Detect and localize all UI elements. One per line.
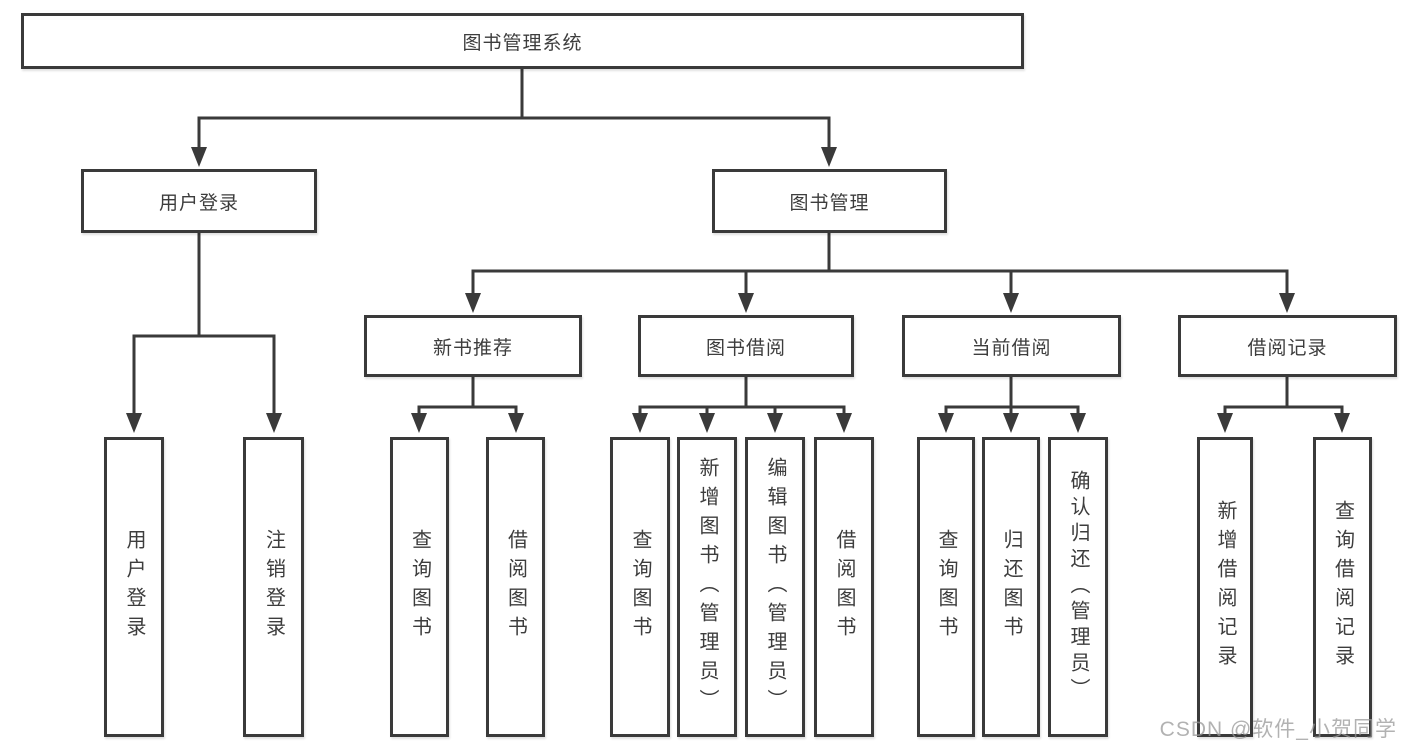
leaf-return-book: 归还图书 <box>982 437 1040 737</box>
leaf-logout: 注销登录 <box>243 437 304 737</box>
arrow-leaf-edit-book <box>767 413 783 433</box>
node-library-system: 图书管理系统 <box>21 13 1024 69</box>
arrow-current-borrow <box>1003 293 1019 313</box>
node-user-login-label: 用户登录 <box>158 192 239 214</box>
leaf-borrow-books-recommend: 借阅图书 <box>486 437 545 737</box>
arrow-book-borrow <box>738 293 754 313</box>
node-library-system-label: 图书管理系统 <box>462 32 583 54</box>
connector-user-login-group <box>132 231 276 418</box>
connector-current-borrow-group <box>944 375 1080 418</box>
arrow-leaf-user-login <box>126 413 142 433</box>
arrow-leaf-borrow-recommend <box>508 413 524 433</box>
leaf-query-borrow-record-label: 查询借阅记录 <box>1331 500 1354 674</box>
arrow-leaf-logout <box>266 413 282 433</box>
watermark-text: CSDN @软件_小贺同学 <box>1159 718 1397 741</box>
leaf-borrow-books-borrow: 借阅图书 <box>814 437 874 737</box>
connector-book-management-to-level3 <box>471 231 1289 298</box>
node-user-login: 用户登录 <box>81 169 317 233</box>
leaf-return-book-label: 归还图书 <box>1000 529 1022 645</box>
node-borrow-records: 借阅记录 <box>1178 315 1397 377</box>
arrow-leaf-add-record <box>1217 413 1233 433</box>
arrow-leaf-query-borrow <box>632 413 648 433</box>
connector-records-group <box>1223 375 1344 418</box>
arrow-leaf-query-recommend <box>411 413 427 433</box>
node-book-borrow: 图书借阅 <box>638 315 854 377</box>
leaf-query-books-recommend: 查询图书 <box>390 437 449 737</box>
leaf-user-login: 用户登录 <box>104 437 164 737</box>
arrow-book-management <box>821 147 837 167</box>
node-book-borrow-label: 图书借阅 <box>705 337 786 359</box>
leaf-add-borrow-record-label: 新增借阅记录 <box>1214 500 1236 674</box>
leaf-logout-label: 注销登录 <box>262 529 285 645</box>
node-current-borrow: 当前借阅 <box>902 315 1121 377</box>
leaf-borrow-books-recommend-label: 借阅图书 <box>504 529 527 645</box>
node-current-borrow-label: 当前借阅 <box>971 337 1052 359</box>
leaf-edit-book-admin-label: 编辑图书（管理员） <box>764 456 786 718</box>
leaf-confirm-return-admin: 确认归还（管理员） <box>1048 437 1108 737</box>
node-borrow-records-label: 借阅记录 <box>1247 337 1328 359</box>
arrow-leaf-add-book <box>699 413 715 433</box>
arrow-leaf-confirm-return <box>1070 413 1086 433</box>
connector-root-to-level2 <box>197 67 831 152</box>
leaf-query-books-current-label: 查询图书 <box>935 529 957 645</box>
arrow-leaf-query-current <box>938 413 954 433</box>
node-new-book-recommend-label: 新书推荐 <box>432 337 513 359</box>
connector-book-borrow-group <box>638 375 846 418</box>
leaf-query-books-borrow: 查询图书 <box>610 437 670 737</box>
leaf-borrow-books-borrow-label: 借阅图书 <box>833 529 855 645</box>
leaf-add-book-admin-label: 新增图书（管理员） <box>696 456 718 718</box>
leaf-query-books-recommend-label: 查询图书 <box>408 529 431 645</box>
leaf-query-borrow-record: 查询借阅记录 <box>1313 437 1372 737</box>
arrow-leaf-return-book <box>1003 413 1019 433</box>
arrow-leaf-borrow-book <box>836 413 852 433</box>
connector-new-book-group <box>417 375 518 418</box>
leaf-add-borrow-record: 新增借阅记录 <box>1197 437 1253 737</box>
node-book-management-label: 图书管理 <box>789 192 870 214</box>
node-book-management: 图书管理 <box>712 169 947 233</box>
leaf-user-login-label: 用户登录 <box>123 529 145 645</box>
leaf-confirm-return-admin-label: 确认归还（管理员） <box>1067 470 1089 704</box>
arrow-new-book-recommend <box>465 293 481 313</box>
arrow-borrow-records <box>1279 293 1295 313</box>
leaf-edit-book-admin: 编辑图书（管理员） <box>745 437 805 737</box>
arrow-user-login <box>191 147 207 167</box>
node-new-book-recommend: 新书推荐 <box>364 315 582 377</box>
arrow-leaf-query-record <box>1334 413 1350 433</box>
leaf-add-book-admin: 新增图书（管理员） <box>677 437 737 737</box>
leaf-query-books-current: 查询图书 <box>917 437 975 737</box>
leaf-query-books-borrow-label: 查询图书 <box>629 529 651 645</box>
